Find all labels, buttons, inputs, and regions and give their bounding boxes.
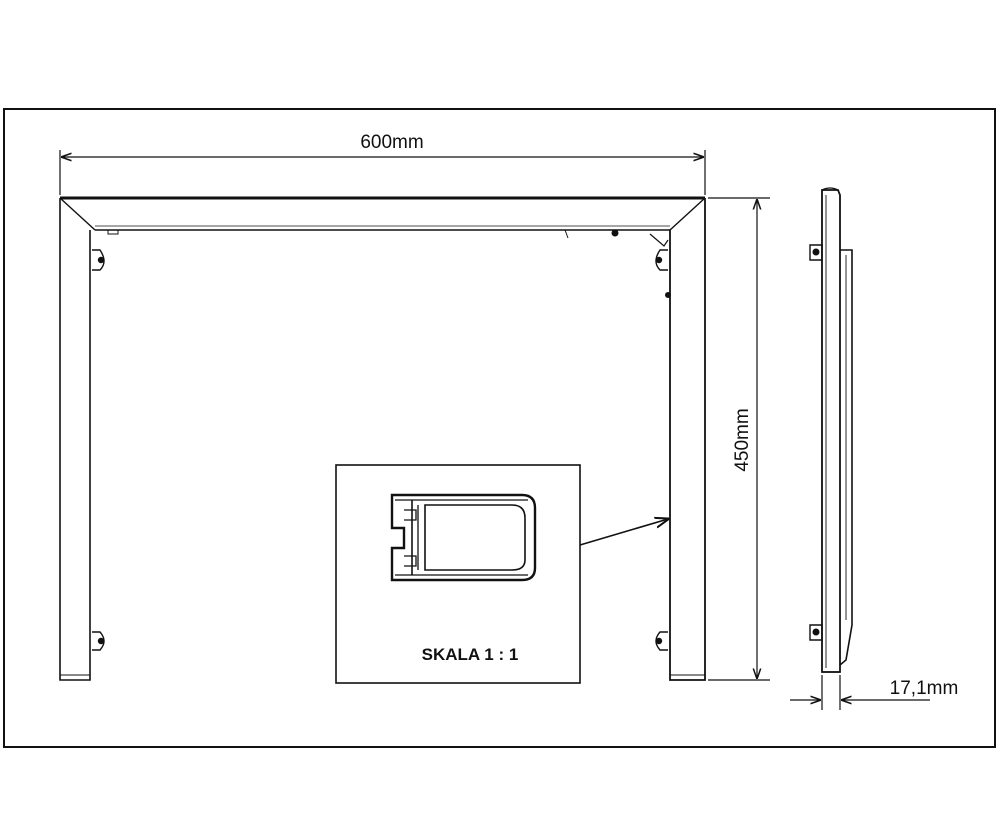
arrow-icon bbox=[579, 519, 668, 546]
drawing-border bbox=[3, 108, 996, 748]
frame-right-leg bbox=[669, 198, 706, 681]
mitre-right bbox=[669, 197, 706, 231]
depth-dimension bbox=[790, 675, 930, 710]
bracket-icon bbox=[655, 249, 668, 271]
scale-label: SKALA 1 : 1 bbox=[422, 645, 519, 664]
bracket-icon bbox=[92, 249, 105, 271]
frame-front-view bbox=[59, 196, 706, 681]
mitre-left bbox=[59, 197, 96, 231]
profile-section-icon bbox=[390, 493, 537, 582]
bracket-icon bbox=[92, 631, 105, 651]
depth-dimension-label: 17,1mm bbox=[890, 678, 959, 699]
height-dimension-label: 450mm bbox=[732, 408, 753, 471]
side-view bbox=[809, 187, 853, 673]
height-dimension bbox=[708, 197, 770, 681]
width-dimension-label: 600mm bbox=[360, 132, 423, 153]
detail-box bbox=[335, 464, 581, 684]
width-dimension bbox=[59, 150, 706, 195]
frame-left-leg bbox=[59, 198, 91, 681]
bracket-icon bbox=[655, 631, 668, 651]
corner-clip bbox=[649, 233, 669, 247]
top-rail-details bbox=[107, 229, 671, 298]
